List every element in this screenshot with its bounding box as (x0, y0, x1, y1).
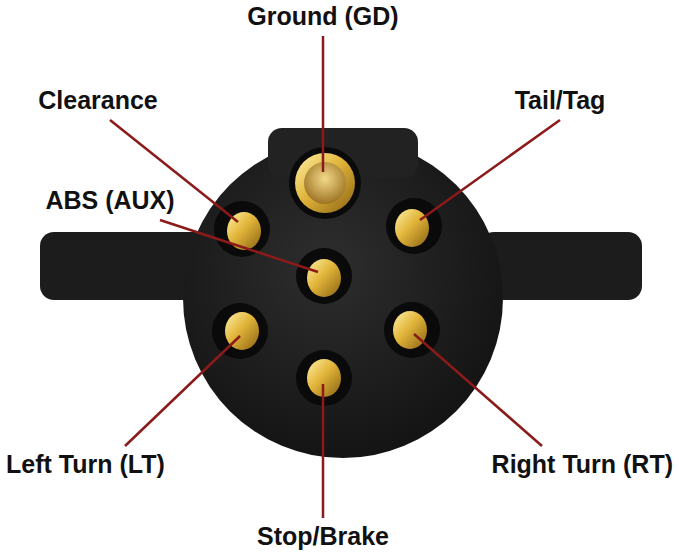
leader-line (322, 384, 325, 518)
leader-line (322, 36, 325, 172)
pin-hole (386, 198, 442, 254)
leader-line (414, 334, 542, 446)
housing (183, 138, 503, 458)
ground-pin (295, 153, 355, 213)
pin-hole (296, 248, 352, 304)
leader-lines (110, 36, 560, 518)
pin-label: Clearance (38, 88, 158, 113)
pin (393, 311, 427, 349)
ground-pin-bore (304, 162, 346, 204)
pins (212, 147, 442, 406)
pin (395, 209, 429, 247)
leader-line (420, 120, 560, 220)
connector-body (40, 128, 642, 458)
pin-label: Left Turn (LT) (6, 452, 165, 477)
mount-tab (480, 232, 642, 300)
leader-line (125, 336, 240, 446)
pin-hole (212, 303, 268, 359)
pin-label: Stop/Brake (257, 524, 389, 549)
pin-hole (289, 147, 361, 219)
pin-label: Tail/Tag (515, 88, 606, 113)
leader-line (160, 220, 318, 272)
pin-label: Ground (GD) (247, 4, 398, 29)
pin-label: ABS (AUX) (45, 188, 174, 213)
pin (307, 259, 341, 297)
pin-label: Right Turn (RT) (492, 452, 673, 477)
